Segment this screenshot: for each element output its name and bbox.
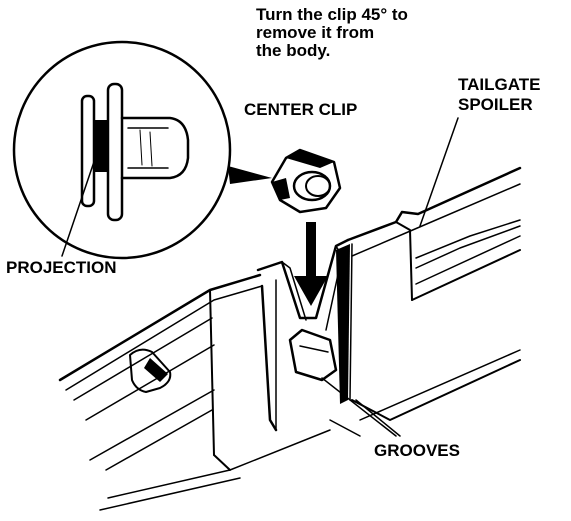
instruction-note: Turn the clip 45° to remove it from the … — [256, 6, 408, 60]
detail-callout-pointer — [228, 166, 272, 184]
down-arrow — [294, 222, 328, 306]
projection-label: PROJECTION — [6, 258, 117, 277]
instruction-line-3: the body. — [256, 41, 331, 60]
instruction-line-2: remove it from — [256, 23, 375, 42]
clip-side-view — [80, 82, 190, 222]
projection-detail-circle — [12, 40, 272, 260]
grooves-leader-right — [355, 399, 401, 437]
center-clip — [270, 148, 342, 214]
grooves-leader-left — [321, 377, 397, 437]
tailgate-spoiler-label: TAILGATE SPOILER — [458, 75, 540, 115]
tailgate-spoiler-leader — [419, 117, 459, 227]
tailgate-spoiler-body — [58, 117, 522, 511]
tailgate-spoiler-line-2: SPOILER — [458, 95, 533, 114]
grooves-label: GROOVES — [374, 441, 460, 460]
instruction-line-1: Turn the clip 45° to — [256, 5, 408, 24]
center-clip-label: CENTER CLIP — [244, 100, 358, 119]
tailgate-spoiler-line-1: TAILGATE — [458, 75, 541, 94]
projection-leader-line — [61, 149, 99, 257]
